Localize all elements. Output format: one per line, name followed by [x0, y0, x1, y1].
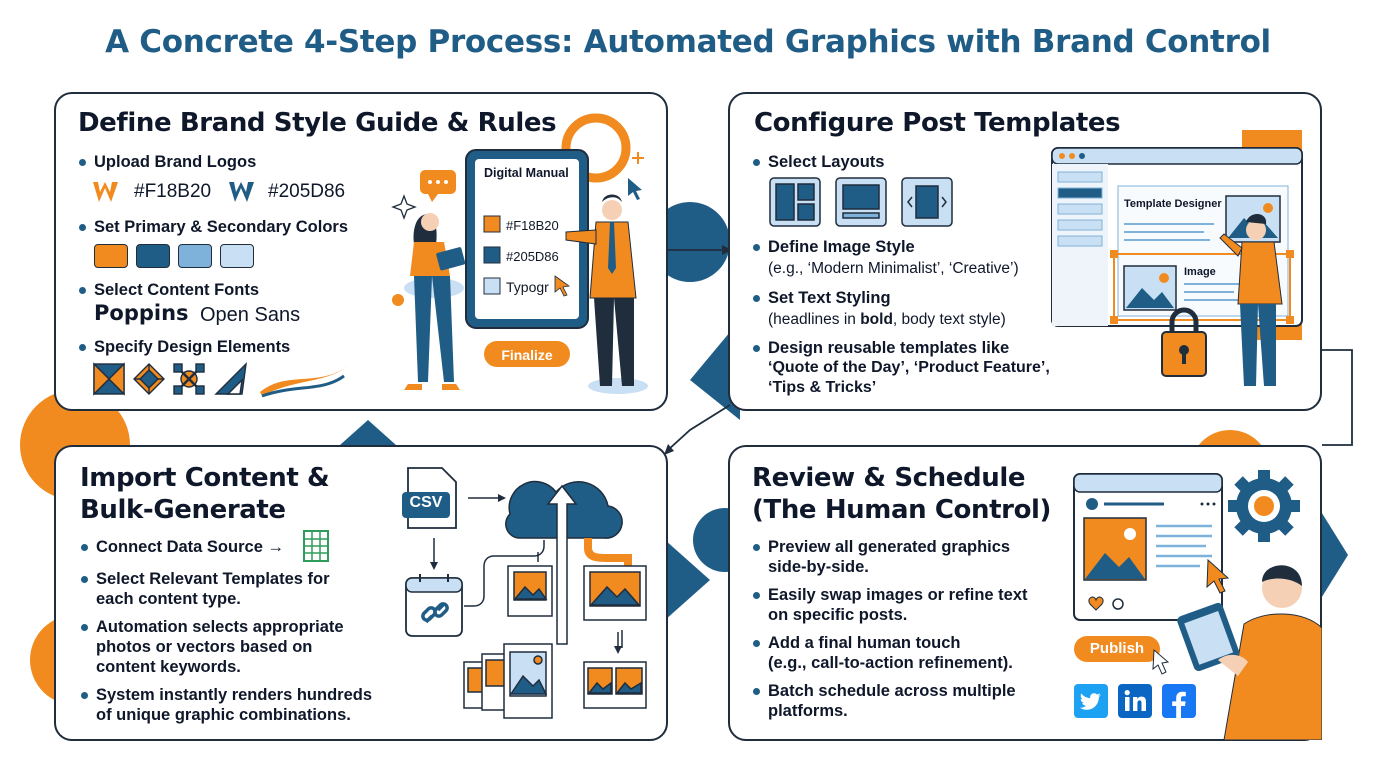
step4-bullet-1: Preview all generated graphics side-by-s… — [752, 538, 1011, 576]
step1-bullet-colors: Set Primary & Secondary Colors — [78, 218, 349, 236]
step3-title-line-2: Bulk-Generate — [80, 495, 286, 525]
step1-title: Define Brand Style Guide & Rules — [78, 108, 557, 138]
tablet-row-navy: #205D86 — [506, 249, 559, 264]
step4-bullet-3: Add a final human touch (e.g., call-to-a… — [753, 634, 1013, 672]
step2-bullet-text-styling: Set Text Styling — [753, 289, 891, 307]
bulk-generate-illustration — [402, 467, 647, 719]
w-logo-orange-icon — [93, 182, 118, 202]
facebook-icon[interactable] — [1162, 684, 1196, 718]
font-poppins: Poppins — [94, 301, 189, 325]
swatch-pale-blue — [220, 244, 254, 268]
step4-title-line-2: (The Human Control) — [752, 495, 1052, 525]
step2-templates-line-2: ‘Tips & Tricks’ — [768, 379, 877, 396]
template-designer-illustration — [1051, 130, 1303, 386]
step3-title-line-1: Import Content & — [80, 463, 330, 493]
review-schedule-illustration — [1073, 470, 1322, 740]
step2-templates-line-1: ‘Quote of the Day’, ‘Product Feature’, — [768, 359, 1050, 376]
publish-button[interactable]: Publish — [1089, 640, 1145, 657]
template-designer-label: Template Designer — [1124, 198, 1222, 210]
step3-bullet-1: Connect Data Source → — [81, 538, 284, 556]
image-label: Image — [1184, 266, 1216, 278]
step4-bullet-2: Easily swap images or refine text on spe… — [753, 586, 1028, 624]
step4-bullet-4: Batch schedule across multiple platforms… — [753, 682, 1016, 720]
csv-file-label: CSV — [409, 494, 443, 511]
step2-text-styling-example: (headlines in bold, body text style) — [768, 311, 1006, 328]
swatch-orange — [94, 244, 128, 268]
linkedin-icon[interactable] — [1118, 684, 1152, 718]
step3-bullet-2: Select Relevant Templates for each conte… — [81, 570, 330, 608]
layout-options-icons[interactable] — [768, 176, 958, 230]
step2-bullet-layouts: Select Layouts — [752, 153, 885, 171]
step3-bullet-4: System instantly renders hundreds of uni… — [81, 686, 372, 724]
step3-bullet-3: Automation selects appropriate photos or… — [81, 618, 344, 676]
swatch-light-blue — [178, 244, 212, 268]
step2-bullet-image-style: Define Image Style — [753, 238, 915, 256]
step4-title-line-1: Review & Schedule — [752, 463, 1026, 493]
brand-guide-illustration — [391, 113, 648, 394]
connector-arrows — [667, 249, 1353, 451]
font-open-sans: Open Sans — [200, 304, 301, 326]
step2-title: Configure Post Templates — [754, 108, 1121, 138]
tablet-row-orange: #F18B20 — [506, 218, 559, 233]
page-title: A Concrete 4-Step Process: Automated Gra… — [105, 24, 1271, 60]
swatch-navy — [136, 244, 170, 268]
logo-color-navy: #205D86 — [268, 181, 346, 202]
spreadsheet-icon — [303, 530, 329, 562]
step1-bullet-fonts: Select Content Fonts — [78, 281, 260, 299]
finalize-button[interactable]: Finalize — [501, 347, 553, 363]
logo-color-orange: #F18B20 — [134, 181, 212, 202]
step2-bullet-templates: Design reusable templates like — [752, 339, 1010, 357]
tablet-heading: Digital Manual — [484, 166, 569, 180]
twitter-icon[interactable] — [1074, 684, 1108, 718]
step1-bullet-elements: Specify Design Elements — [78, 338, 291, 356]
tablet-row-typography: Typogr — [506, 279, 549, 295]
w-logo-navy-icon — [229, 182, 254, 202]
step1-bullet-logos: Upload Brand Logos — [78, 153, 257, 171]
design-elements-icons — [93, 362, 348, 398]
step2-image-style-example: (e.g., ‘Modern Minimalist’, ‘Creative’) — [768, 260, 1019, 277]
